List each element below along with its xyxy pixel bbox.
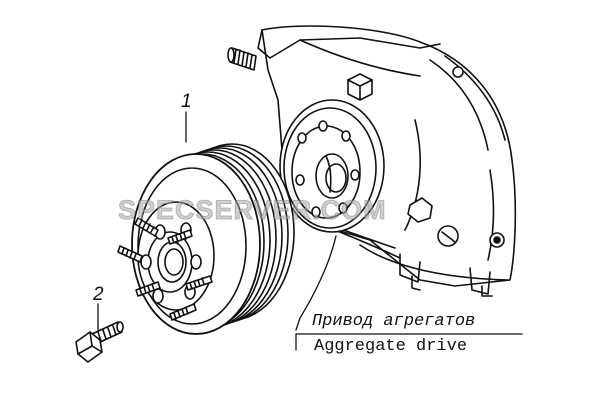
housing-stud bbox=[227, 47, 257, 71]
watermark: SPECSERVER.COM bbox=[118, 195, 387, 225]
pulley-studs bbox=[117, 217, 213, 321]
pulley bbox=[131, 143, 295, 335]
caption-english: Aggregate drive bbox=[314, 337, 468, 356]
bolt bbox=[75, 321, 124, 363]
leader-lines bbox=[97, 111, 523, 351]
callout-part-1: 1 bbox=[181, 91, 192, 112]
caption-russian: Привод агрегатов bbox=[312, 312, 476, 331]
drive-flange bbox=[279, 99, 385, 233]
callout-part-2: 2 bbox=[93, 284, 104, 305]
